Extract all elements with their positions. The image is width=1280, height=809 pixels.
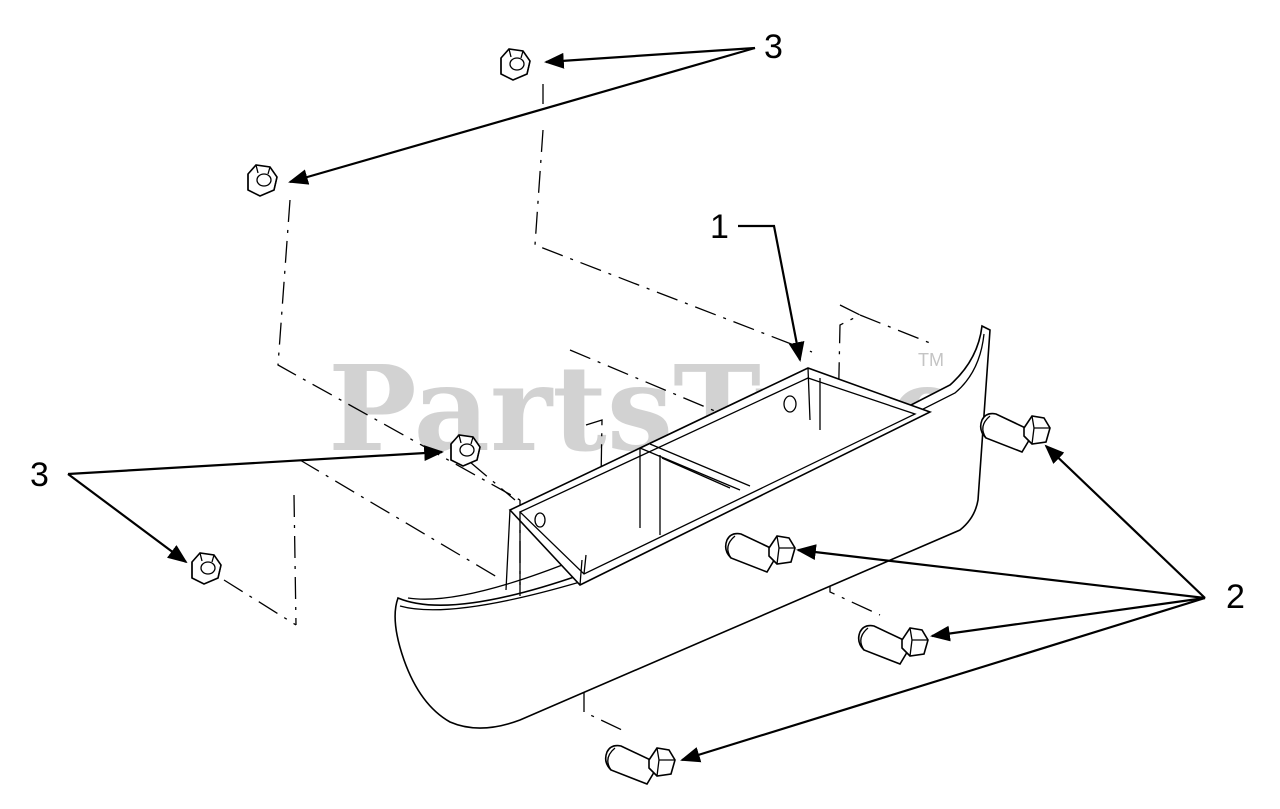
callouts: 1 2 3 3 bbox=[30, 28, 1245, 616]
hex-nut-icon bbox=[191, 552, 222, 585]
callout-1: 1 bbox=[710, 208, 729, 246]
hex-bolt-icon bbox=[857, 624, 929, 665]
hex-bolt-icon bbox=[604, 744, 676, 785]
callout-3-left: 3 bbox=[30, 456, 49, 494]
watermark-trademark: TM bbox=[918, 350, 944, 370]
hex-nut-icon bbox=[450, 434, 481, 467]
bumper-bracket bbox=[394, 324, 991, 729]
hex-nut-icon bbox=[500, 48, 531, 81]
hex-nut-icon bbox=[247, 164, 278, 197]
hex-bolt-icon bbox=[979, 412, 1051, 453]
leader-lines bbox=[67, 46, 1206, 763]
callout-3-top: 3 bbox=[764, 28, 783, 66]
callout-2: 2 bbox=[1226, 578, 1245, 616]
